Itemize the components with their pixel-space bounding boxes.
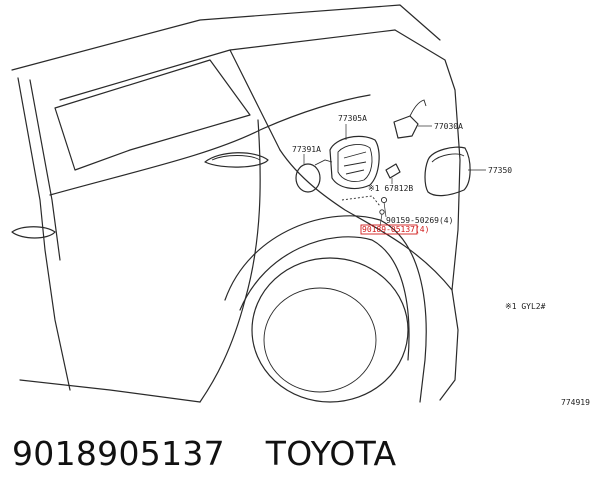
label-67812b: ※1 67812B — [368, 184, 413, 193]
screw-90159 — [380, 196, 388, 204]
wheel-outer — [251, 257, 409, 403]
bracket-67812b — [385, 163, 401, 179]
fuel-housing-detail — [343, 151, 367, 175]
roof-inner-line — [59, 29, 396, 101]
wheel-arch-outer — [224, 215, 427, 403]
label-90189-highlighted: 90189-05137(4) — [362, 225, 429, 234]
door-rear-edge — [199, 119, 261, 403]
figure-code: 774919 — [561, 398, 590, 407]
fuel-housing-inner — [337, 144, 373, 183]
door-handle — [204, 152, 269, 168]
quarter-panel — [279, 149, 453, 291]
leader-90159 — [383, 201, 387, 218]
fuel-cap — [295, 163, 321, 193]
install-region — [341, 195, 381, 207]
caption-bar: 9018905137 TOYOTA — [12, 434, 592, 478]
cap-tether — [314, 159, 333, 166]
rear-pillar — [394, 29, 461, 291]
fuel-lid — [424, 146, 471, 197]
lock-actuator — [393, 115, 419, 139]
label-77305a: 77305A — [338, 114, 367, 123]
wheel-arch-inner — [239, 236, 410, 361]
door-handle-inner — [211, 155, 261, 161]
bumper-line — [439, 289, 459, 401]
shoulder-line — [49, 94, 371, 196]
door-frame-2 — [29, 79, 61, 261]
actuator-wire — [409, 99, 427, 117]
label-77350: 77350 — [488, 166, 512, 175]
sill-line — [19, 379, 201, 403]
label-90159: 90159-50269(4) — [386, 216, 453, 225]
roof-line — [11, 4, 441, 71]
label-77030a: 77030A — [434, 122, 463, 131]
leader-90189 — [379, 213, 383, 227]
door-frame — [17, 77, 71, 391]
highlight-box — [360, 224, 418, 235]
part-number: 9018905137 — [12, 434, 225, 473]
brand-name: TOYOTA — [265, 434, 397, 473]
parts-diagram: 77305A 77030A 77391A 77350 ※1 67812B 901… — [11, 4, 590, 407]
fuel-housing — [329, 135, 380, 190]
rear-pillar-inner — [229, 49, 281, 151]
fuel-lid-inner — [431, 153, 465, 163]
note-gyl2: ※1 GYL2# — [505, 302, 546, 311]
screw-90189 — [379, 209, 385, 215]
label-77391a: 77391A — [292, 145, 321, 154]
side-window — [54, 59, 251, 171]
wheel-inner — [263, 287, 377, 393]
lower-handle — [11, 226, 56, 239]
